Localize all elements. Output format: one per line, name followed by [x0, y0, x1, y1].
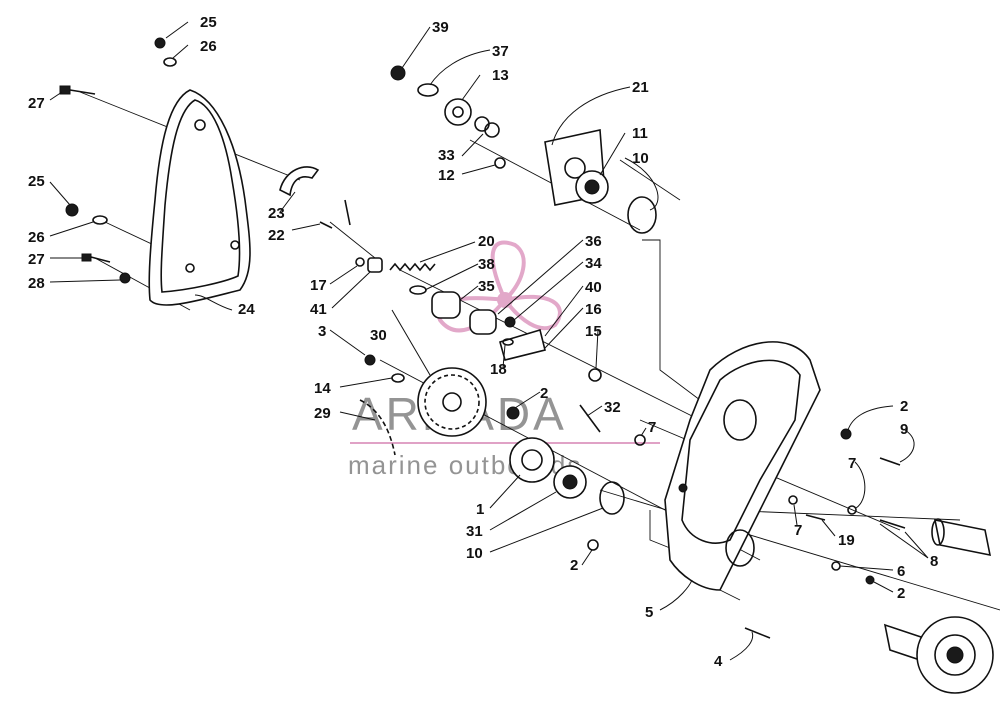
large-sprocket: [364, 354, 487, 437]
callout-27: 27: [28, 95, 45, 112]
drive-bearing: [506, 404, 646, 551]
callout-3: 3: [318, 323, 326, 340]
leader-lines: [49, 21, 929, 661]
callout-10: 10: [466, 545, 483, 562]
tensioner-shoe: [279, 166, 320, 197]
callout-19: 19: [838, 532, 855, 549]
callout-2: 2: [897, 585, 905, 602]
callout-21: 21: [632, 79, 649, 96]
callout-23: 23: [268, 205, 285, 222]
callout-37: 37: [492, 43, 509, 60]
callout-40: 40: [585, 279, 602, 296]
callout-5: 5: [645, 604, 653, 621]
callout-10: 10: [632, 150, 649, 167]
callout-25: 25: [200, 14, 217, 31]
callout-2: 2: [900, 398, 908, 415]
callout-27: 27: [28, 251, 45, 268]
callout-labels: 25 26 27 25 26 27 28 24 23 22 17 41 20 3…: [28, 14, 938, 670]
callout-32: 32: [604, 399, 621, 416]
drive-chain: [359, 399, 396, 456]
tensioner-spring: [389, 262, 436, 272]
callout-36: 36: [585, 233, 602, 250]
callout-38: 38: [478, 256, 495, 273]
cover-bolt: [59, 85, 96, 95]
callout-15: 15: [585, 323, 602, 340]
callout-7: 7: [794, 522, 802, 539]
callout-41: 41: [310, 301, 327, 318]
callout-20: 20: [478, 233, 495, 250]
pin: [319, 199, 351, 229]
upper-sprocket: [390, 65, 506, 169]
callout-9: 9: [900, 421, 908, 438]
drive-shaft: [931, 518, 992, 557]
callout-12: 12: [438, 167, 455, 184]
callout-18: 18: [490, 361, 507, 378]
callout-14: 14: [314, 380, 331, 397]
callout-25: 25: [28, 173, 45, 190]
callout-2: 2: [570, 557, 578, 574]
tensioner-bushings: [355, 257, 602, 382]
callout-8: 8: [930, 553, 938, 570]
callout-6: 6: [897, 563, 905, 580]
callout-29: 29: [314, 405, 331, 422]
callout-30: 30: [370, 327, 387, 344]
callout-1: 1: [476, 501, 484, 518]
callout-7: 7: [648, 419, 656, 436]
chain-case-cover: [148, 89, 251, 306]
callout-11: 11: [632, 125, 648, 142]
cover-nut-left: [65, 203, 131, 284]
chain-case-housing: [664, 341, 821, 591]
callout-13: 13: [492, 67, 509, 84]
callout-16: 16: [585, 301, 602, 318]
callout-4: 4: [714, 653, 723, 670]
callout-28: 28: [28, 275, 45, 292]
callout-35: 35: [478, 278, 495, 295]
callout-26: 26: [200, 38, 217, 55]
callout-17: 17: [310, 277, 327, 294]
callout-24: 24: [238, 301, 255, 318]
cover-nut-top: [154, 37, 177, 67]
callout-33: 33: [438, 147, 455, 164]
callout-7: 7: [848, 455, 856, 472]
callout-2: 2: [540, 385, 548, 402]
callout-26: 26: [28, 229, 45, 246]
bearing-flange: [544, 129, 657, 234]
callout-34: 34: [585, 255, 602, 272]
callout-22: 22: [268, 227, 285, 244]
housing-bolts: [744, 428, 906, 639]
drive-sprocket-hub: [883, 616, 994, 694]
callout-31: 31: [466, 523, 483, 540]
callout-39: 39: [432, 19, 449, 36]
